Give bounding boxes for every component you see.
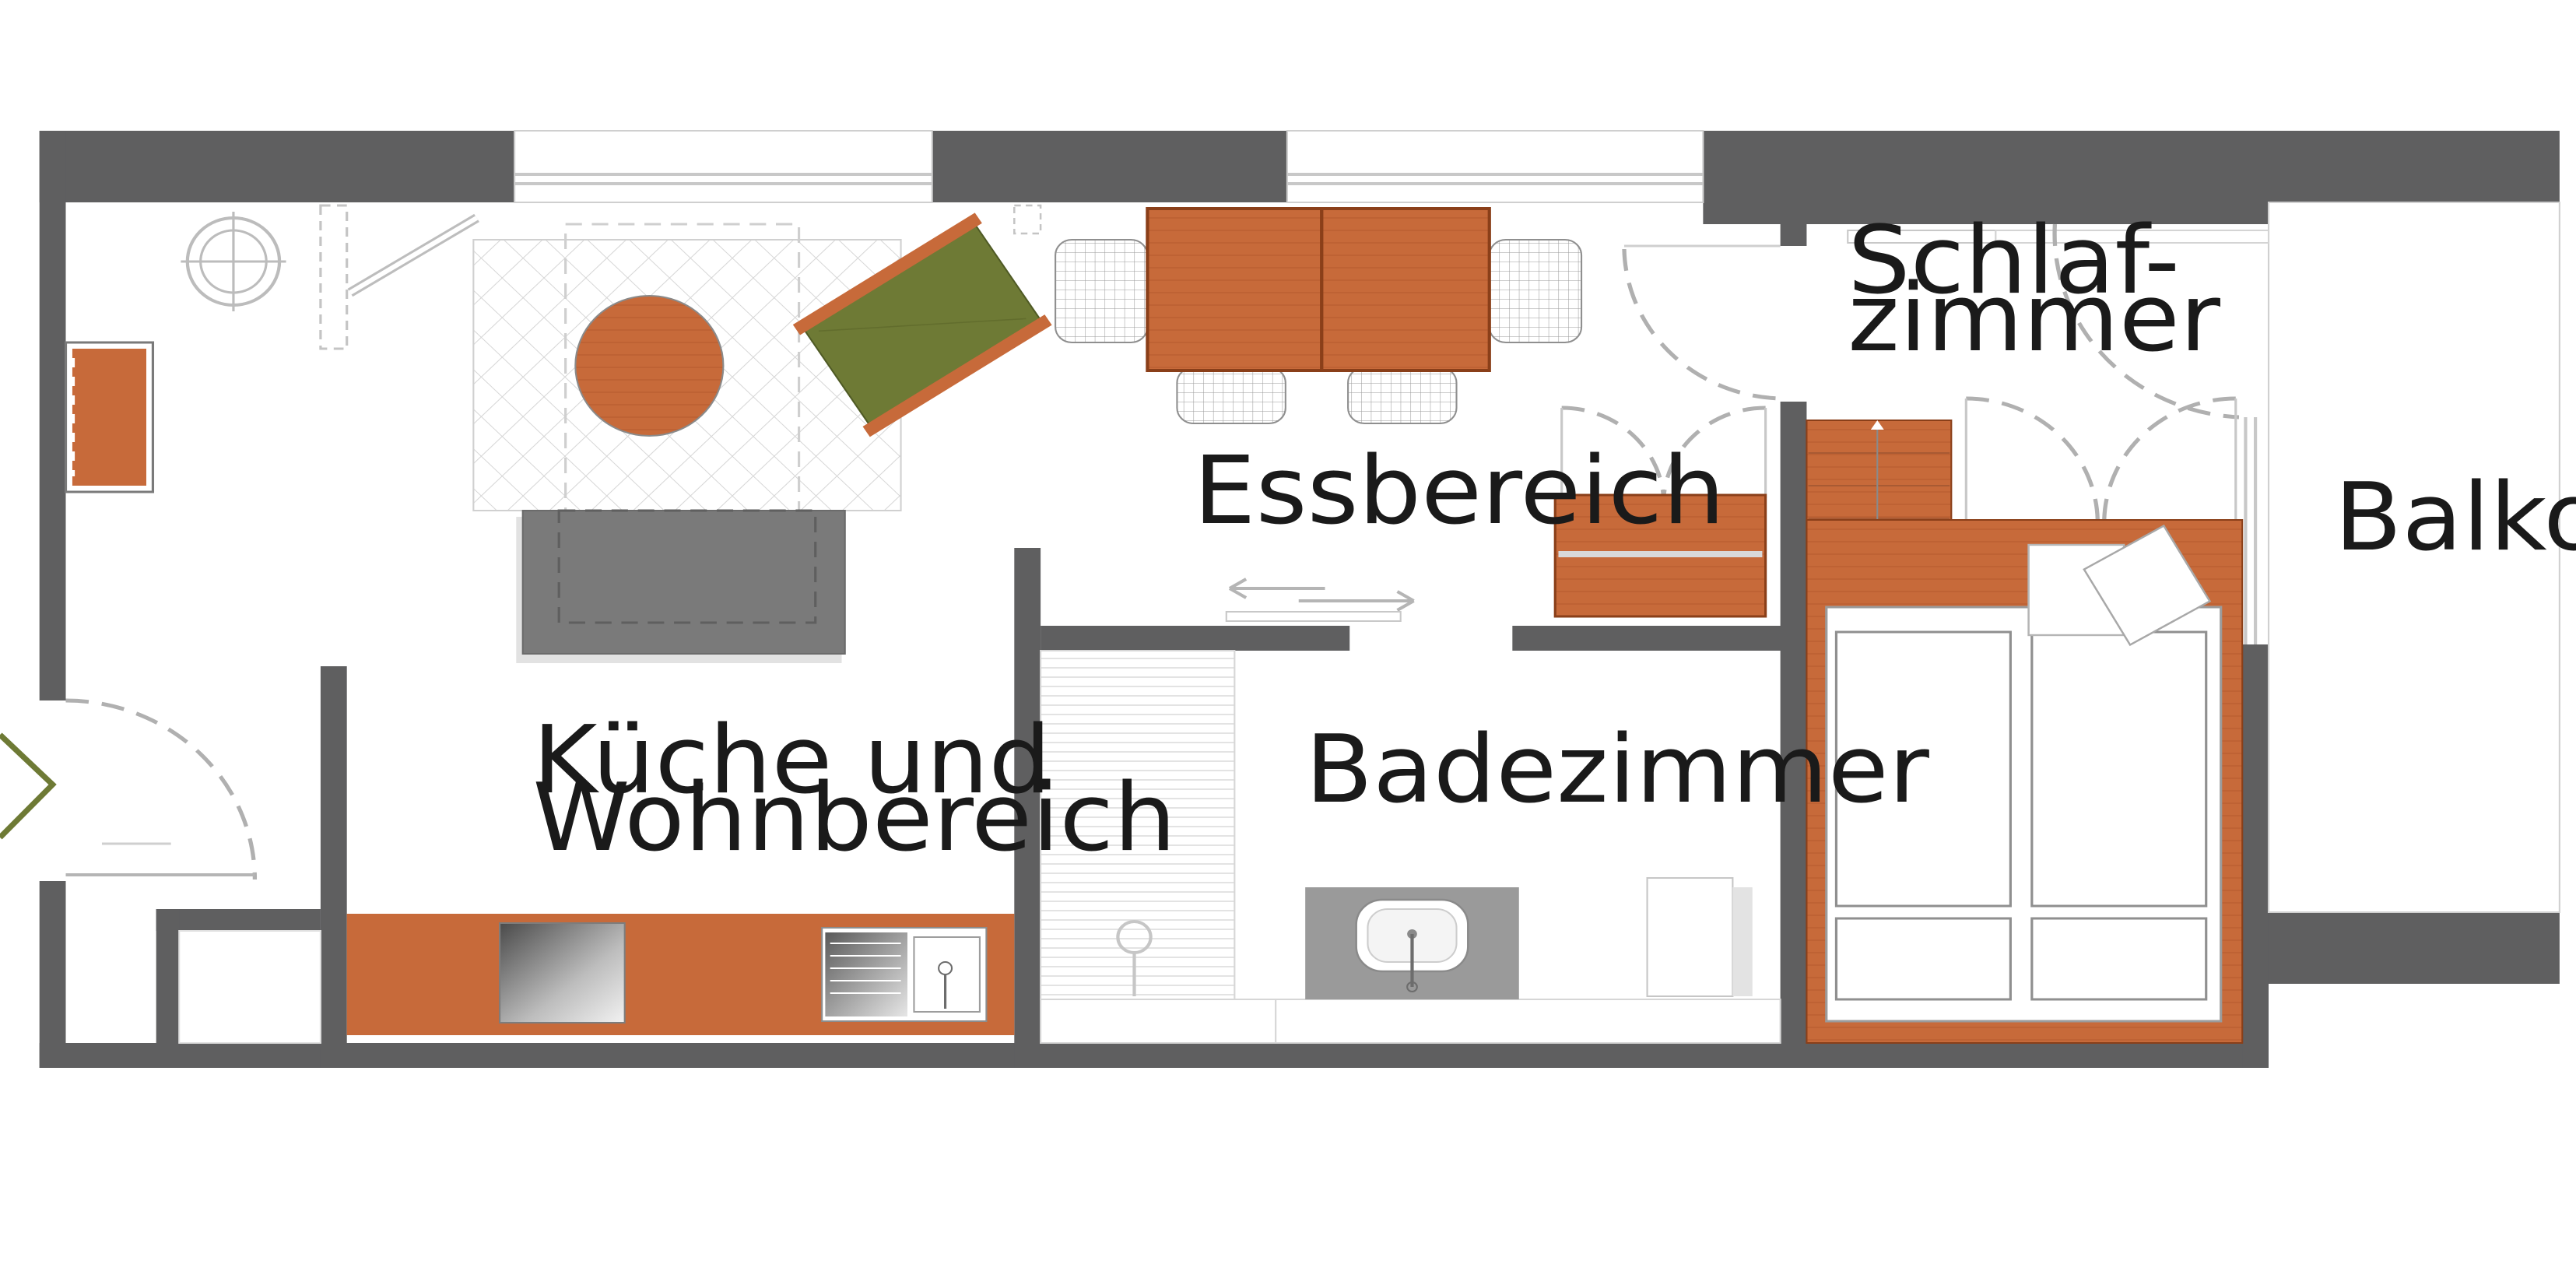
armchair [792, 212, 1052, 437]
living-area [0, 204, 1052, 1044]
washbasin-icon [1355, 898, 1469, 992]
dining-chair [1347, 367, 1458, 424]
kitchen-sink-icon [821, 927, 988, 1022]
wall-top-left [39, 131, 515, 202]
wall-top-bedroom-lintel [1703, 202, 2269, 224]
label-kitchen-line2: Wohnbereich [532, 764, 1176, 873]
room-labels: Küche und Wohnbereich Essbereich Badezim… [532, 206, 2576, 873]
wall-bath-bedroom [1780, 402, 1807, 1068]
round-coffee-table [574, 295, 725, 437]
wall-balcony-corner [2242, 912, 2269, 1068]
wall-bath-top-right [1512, 626, 1782, 651]
wall-balcony-bottom [2268, 912, 2560, 984]
wall-shelf-top [72, 349, 146, 486]
dining-area [1013, 204, 1781, 622]
wall-closet-top [156, 909, 321, 931]
shower-area [1040, 650, 1236, 1000]
wall-kitchen-bath [1014, 548, 1041, 1068]
label-bedroom-line2: zimmer [1848, 264, 2220, 373]
wall-left-lower [39, 881, 66, 1068]
walls [39, 131, 2560, 1068]
bedroom [1806, 223, 2270, 1044]
wall-bedroom-stub [1780, 224, 1807, 246]
dining-table-left [1146, 207, 1324, 372]
label-dining: Essbereich [1194, 437, 1725, 546]
label-balcony: Balkon [2334, 463, 2576, 572]
wall-top-right [1703, 131, 2560, 202]
label-bathroom: Badezimmer [1305, 715, 1929, 824]
label-kitchen-line1: Küche und [532, 706, 1051, 815]
wall-left-upper [39, 131, 66, 700]
bathroom [1040, 650, 1781, 1044]
wall-closet-left [156, 909, 180, 1049]
toilet [1646, 877, 1734, 997]
dining-chair [1055, 239, 1149, 343]
dining-table-right [1320, 207, 1491, 372]
cooktop-icon [499, 922, 626, 1023]
wall-bottom [39, 1043, 2269, 1068]
wall-bath-top-left [1041, 626, 1350, 651]
wall-top-middle [932, 131, 1287, 202]
dining-chair [1488, 239, 1583, 343]
label-bedroom-line1: Schlaf- [1848, 206, 2180, 315]
windows [514, 130, 2560, 913]
floor-lamp-icon [181, 212, 286, 311]
pillow-icon [2027, 524, 2212, 647]
sofa [521, 510, 846, 655]
dining-chair [1176, 367, 1286, 424]
wall-closet-right [320, 666, 347, 1068]
sliding-door-icon [1225, 578, 1415, 622]
entrance-arrow-icon [0, 732, 57, 840]
